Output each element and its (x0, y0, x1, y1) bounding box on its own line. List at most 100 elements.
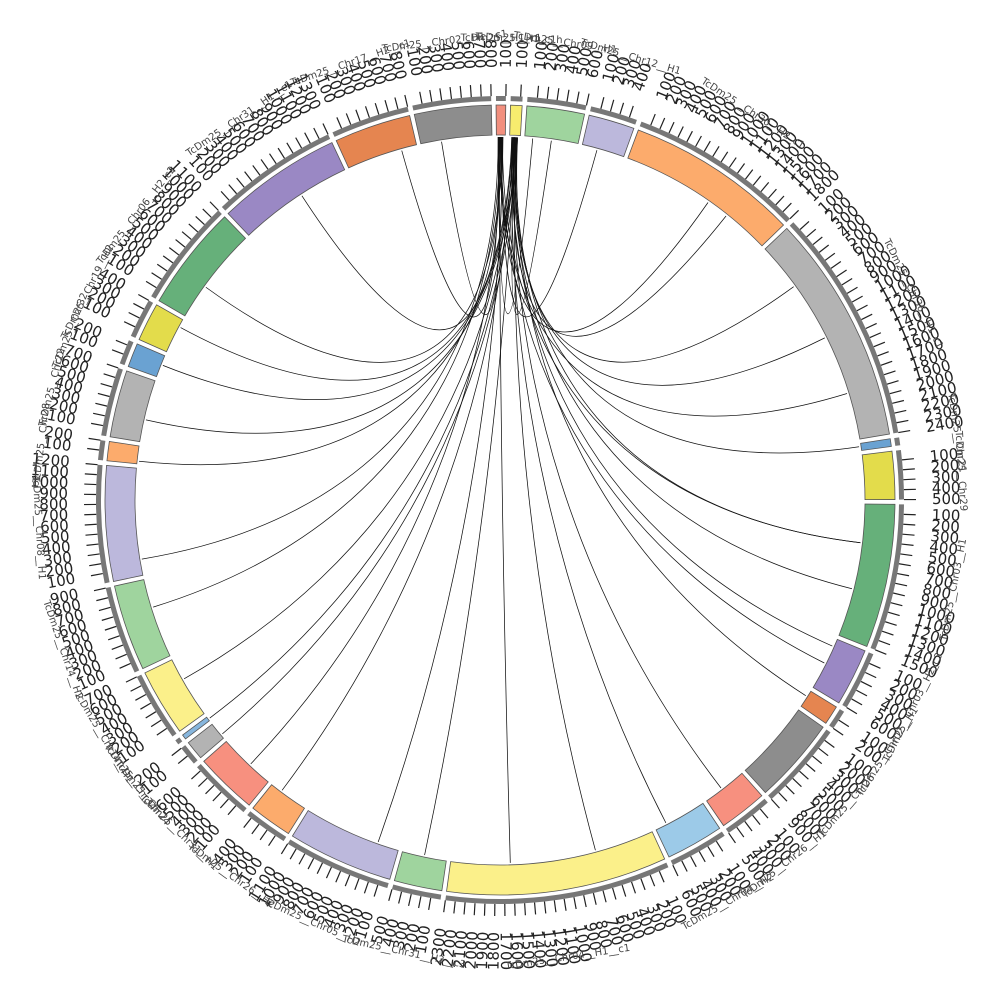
tick-mark (720, 151, 729, 163)
tick-mark (650, 113, 656, 126)
tick-mark (846, 286, 858, 294)
tick-label: 1800 (485, 932, 503, 970)
segment-arc (861, 450, 896, 501)
tick-mark (901, 458, 915, 461)
link-ribbon (441, 137, 503, 315)
tick-mark (609, 99, 615, 112)
segment-arc (252, 784, 306, 835)
tick-mark (354, 878, 360, 891)
segment-ring (725, 798, 768, 834)
tick-mark (902, 533, 915, 536)
tick-mark (805, 763, 816, 772)
tick-label: 100 (513, 39, 532, 69)
segment-arc (744, 709, 824, 794)
tick-label: 300 (390, 919, 414, 951)
tick-mark (770, 798, 780, 809)
segment-31: 100200300400500600700800TcDm25__Chr02__H… (380, 29, 508, 145)
segment-arc (138, 304, 184, 353)
tick-mark (168, 247, 180, 256)
tick-mark (712, 146, 720, 157)
tick-label: 200 (930, 456, 960, 476)
tick-mark (195, 215, 205, 226)
tick-mark (583, 895, 587, 908)
tick-mark (345, 113, 352, 125)
tick-mark (111, 349, 124, 355)
segment-ring (768, 729, 831, 800)
link-ribbon (511, 137, 833, 647)
segment-arc (524, 105, 586, 144)
tick-label: 2100 (450, 930, 471, 970)
link-ribbon (222, 137, 518, 735)
tick-mark (628, 105, 634, 118)
link-ribbon (514, 137, 596, 851)
link-ribbon (145, 137, 517, 434)
segment-arc (335, 114, 417, 169)
tick-mark (838, 719, 850, 728)
tick-mark (836, 269, 847, 278)
tick-label: 900 (39, 484, 68, 502)
segment-arc (509, 104, 523, 136)
tick-mark (612, 887, 617, 900)
tick-mark (298, 853, 306, 865)
tick-label: 900 (581, 921, 605, 953)
segment-arc (860, 438, 892, 451)
segment-ring (197, 763, 247, 813)
tick-label: 1400 (528, 930, 549, 970)
segment-ring (412, 96, 492, 111)
tick-mark (659, 117, 666, 130)
tick-mark (602, 890, 607, 903)
tick-mark (592, 892, 597, 905)
tick-mark (145, 711, 157, 719)
tick-label: 1100 (560, 925, 584, 966)
tick-mark (728, 157, 737, 168)
tick-mark (799, 770, 809, 780)
segment-arc (114, 579, 171, 670)
tick-mark (824, 739, 835, 749)
tick-mark (901, 543, 914, 546)
tick-label: 200 (48, 395, 80, 419)
tick-mark (244, 171, 253, 182)
tick-mark (887, 611, 900, 617)
tick-label: 200 (541, 41, 562, 72)
tick-mark (307, 858, 315, 870)
tick-label: 200 (43, 422, 74, 444)
tick-mark (621, 884, 627, 897)
tick-mark (846, 707, 858, 715)
tick-mark (85, 463, 98, 466)
segment-ring (639, 121, 790, 223)
segment-name-label: TcDm25__Chr29 (953, 430, 969, 512)
tick-mark (228, 184, 238, 195)
tick-label: 1700 (497, 932, 515, 970)
tick-label: 100 (403, 46, 426, 78)
tick-mark (698, 851, 706, 863)
segment-arc (106, 441, 140, 465)
tick-mark (107, 635, 120, 641)
segment-14: 1002003004005006007008009001000110012001… (427, 831, 690, 972)
tick-mark (209, 201, 219, 211)
tick-mark (111, 644, 124, 650)
link-ribbon (250, 137, 502, 765)
tick-mark (171, 747, 182, 757)
tick-mark (806, 228, 817, 238)
tick-mark (785, 785, 795, 795)
tick-mark (556, 88, 560, 101)
tick-mark (874, 649, 887, 655)
tick-mark (106, 363, 119, 369)
tick-mark (355, 109, 361, 122)
tick-mark (830, 260, 842, 269)
segment-arc (144, 659, 205, 732)
tick-label: 700 (39, 506, 68, 525)
tick-mark (463, 902, 466, 915)
tick-mark (865, 322, 877, 330)
tick-mark (85, 533, 98, 536)
segment-arc (627, 129, 785, 247)
tick-mark (690, 855, 697, 868)
tick-label: 500 (573, 46, 596, 78)
tick-mark (277, 147, 286, 159)
tick-mark (473, 903, 476, 916)
tick-mark (313, 127, 320, 140)
tick-label: 300 (552, 43, 574, 74)
tick-mark (449, 86, 453, 99)
